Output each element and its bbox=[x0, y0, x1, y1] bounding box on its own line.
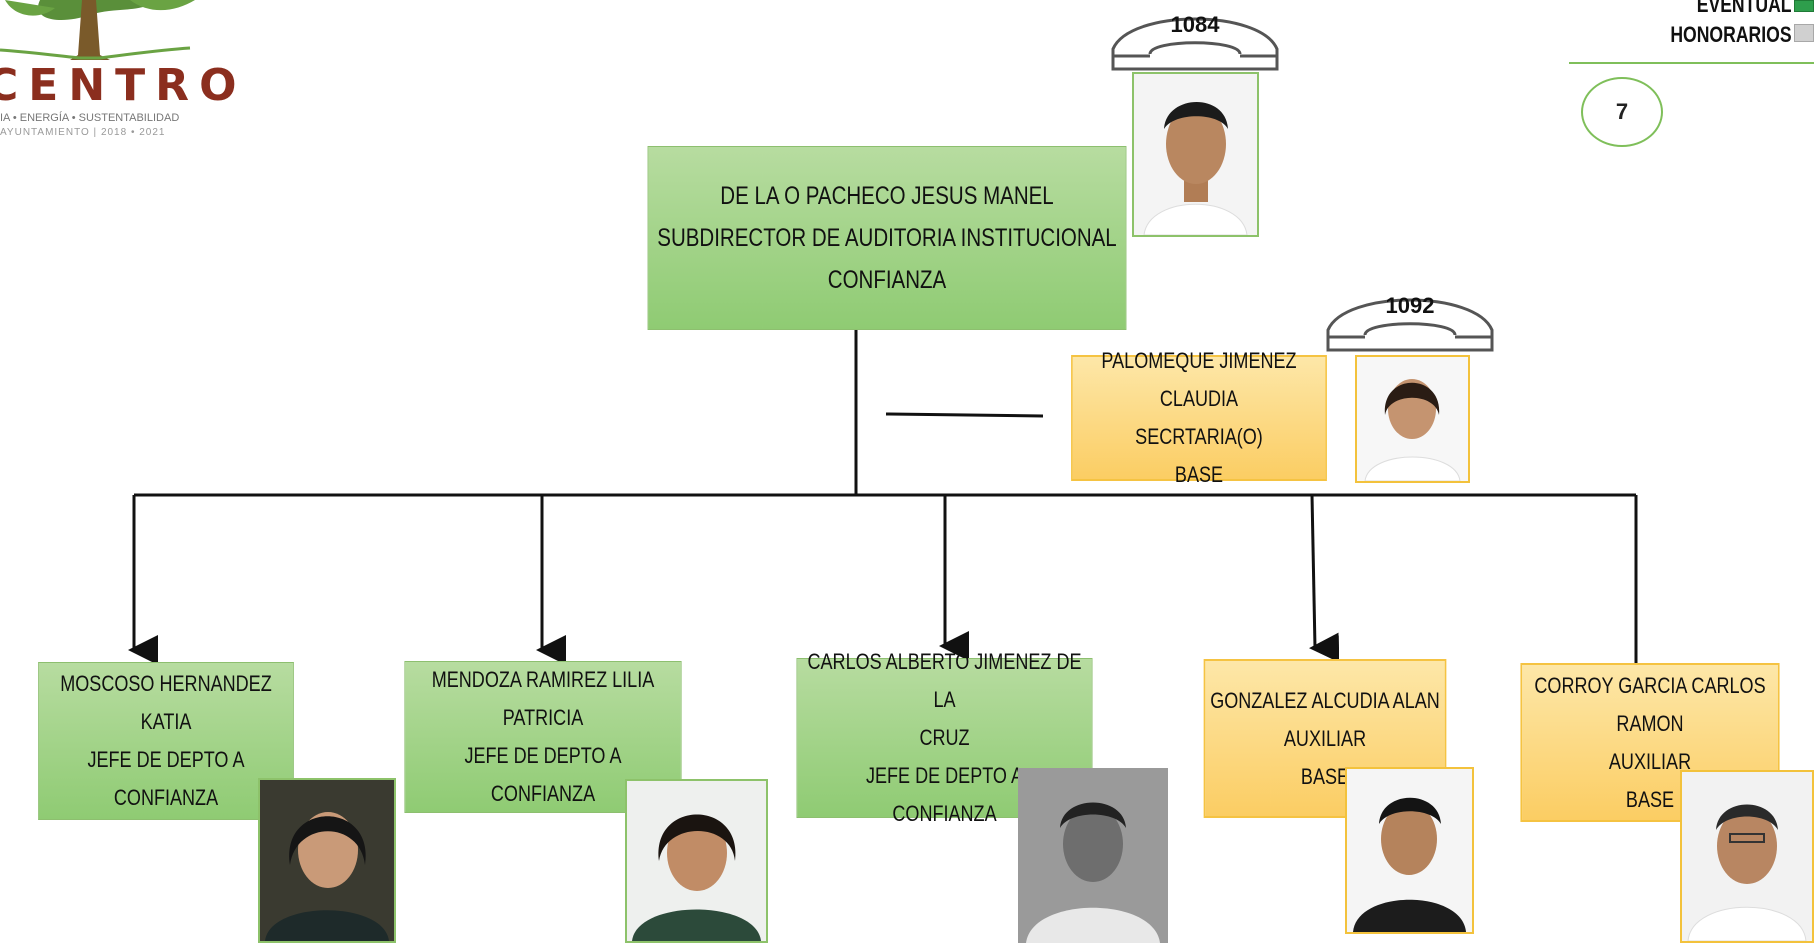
staff-name: CARLOS ALBERTO JIMENEZ DE LA bbox=[807, 649, 1082, 712]
staff-type: BASE bbox=[1300, 763, 1350, 789]
logo-tagline: IA • ENERGÍA • SUSTENTABILIDAD bbox=[0, 112, 180, 124]
staff-role: JEFE DE DEPTO A bbox=[464, 743, 622, 768]
director-box: DE LA O PACHECO JESUS MANEL SUBDIRECTOR … bbox=[647, 146, 1127, 330]
legend-label: EVENTUAL bbox=[1697, 0, 1792, 17]
secretary-role: SECRTARIA(O) bbox=[1135, 424, 1263, 449]
staff-name-cont: RAMON bbox=[1616, 710, 1684, 736]
extension-label: 1092 bbox=[1385, 293, 1435, 318]
staff-name: CORROY GARCIA CARLOS bbox=[1534, 672, 1766, 698]
person-avatar bbox=[1018, 768, 1168, 943]
legend-item-honorarios: HONORARIOS bbox=[1640, 22, 1792, 48]
page-number: 7 bbox=[1615, 99, 1629, 124]
phone-icon bbox=[1326, 298, 1494, 352]
connector-secretary bbox=[885, 412, 1044, 418]
person-avatar bbox=[627, 781, 766, 941]
staff-box-1: MOSCOSO HERNANDEZ KATIA JEFE DE DEPTO A … bbox=[38, 662, 294, 820]
staff-box-3: CARLOS ALBERTO JIMENEZ DE LA CRUZ JEFE D… bbox=[796, 649, 1093, 826]
page-number-badge: 7 bbox=[1581, 77, 1663, 147]
staff-type: BASE bbox=[1625, 786, 1675, 812]
staff-name: MOSCOSO HERNANDEZ KATIA bbox=[60, 671, 272, 734]
secretary-name: PALOMEQUE JIMENEZ CLAUDIA bbox=[1101, 348, 1297, 411]
staff-photo-5 bbox=[1680, 770, 1814, 943]
legend-divider bbox=[1569, 62, 1814, 64]
person-avatar bbox=[1357, 357, 1468, 481]
logo-wordmark: CENTRO bbox=[0, 60, 247, 111]
legend-item-eventual: EVENTUAL bbox=[1673, 0, 1792, 18]
director-type: CONFIANZA bbox=[827, 266, 947, 294]
staff-type: CONFIANZA bbox=[490, 781, 596, 806]
person-avatar bbox=[1682, 772, 1812, 941]
staff-photo-1 bbox=[258, 778, 396, 943]
person-avatar bbox=[1134, 74, 1257, 235]
phone-extension-secretary: 1092 bbox=[1325, 285, 1495, 355]
staff-photo-2 bbox=[625, 779, 768, 943]
staff-role: JEFE DE DEPTO A bbox=[865, 763, 1024, 788]
legend: EVENTUAL HONORARIOS bbox=[1514, 0, 1814, 70]
person-avatar bbox=[260, 780, 394, 941]
tree-logo-icon bbox=[0, 0, 195, 60]
logo: CENTRO IA • ENERGÍA • SUSTENTABILIDAD AY… bbox=[0, 0, 236, 138]
staff-photo-4 bbox=[1345, 767, 1474, 934]
staff-name-cont: PATRICIA bbox=[502, 705, 584, 730]
secretary-type: BASE bbox=[1174, 462, 1224, 487]
staff-role: JEFE DE DEPTO A bbox=[87, 747, 245, 772]
phone-icon bbox=[1111, 17, 1279, 71]
director-role: SUBDIRECTOR DE AUDITORIA INSTITUCIONAL bbox=[657, 224, 1117, 252]
staff-role: AUXILIAR bbox=[1283, 725, 1367, 751]
logo-tagline-2: AYUNTAMIENTO | 2018 • 2021 bbox=[0, 127, 166, 138]
staff-type: CONFIANZA bbox=[892, 801, 997, 826]
staff-name: MENDOZA RAMIREZ LILIA bbox=[431, 667, 655, 692]
staff-name: GONZALEZ ALCUDIA ALAN bbox=[1210, 687, 1440, 713]
secretary-photo bbox=[1355, 355, 1470, 483]
staff-photo-3 bbox=[1018, 768, 1168, 943]
director-name: DE LA O PACHECO JESUS MANEL bbox=[720, 182, 1054, 210]
phone-extension-director: 1084 bbox=[1110, 4, 1280, 74]
staff-name-cont: CRUZ bbox=[919, 725, 970, 750]
legend-label: HONORARIOS bbox=[1670, 22, 1792, 47]
extension-label: 1084 bbox=[1170, 12, 1220, 37]
secretary-box: PALOMEQUE JIMENEZ CLAUDIA SECRTARIA(O) B… bbox=[1071, 348, 1327, 487]
staff-role: AUXILIAR bbox=[1608, 748, 1692, 774]
director-photo bbox=[1132, 72, 1259, 237]
staff-type: CONFIANZA bbox=[113, 785, 219, 810]
person-avatar bbox=[1347, 769, 1472, 932]
connector-staff-4 bbox=[1309, 494, 1340, 663]
